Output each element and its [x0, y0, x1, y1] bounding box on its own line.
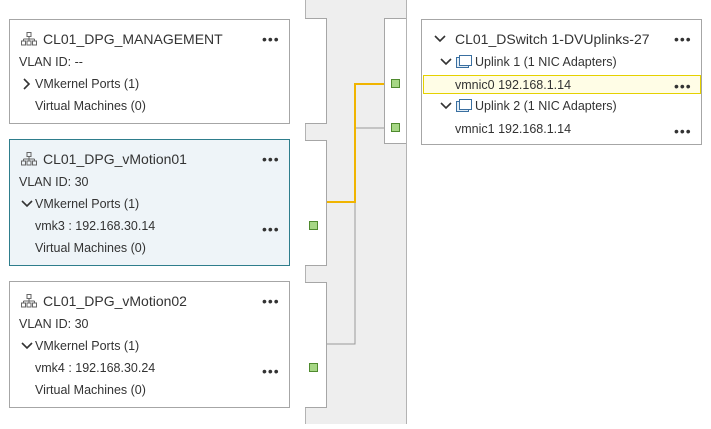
nic-adapter[interactable]: vmnic1 192.168.1.14 [455, 122, 572, 136]
virtual-machines-label[interactable]: Virtual Machines (0) [35, 383, 146, 397]
vmkernel-ports-label[interactable]: VMkernel Ports (1) [35, 77, 140, 91]
nic-row-highlighted[interactable] [423, 75, 701, 94]
connection-line-active [327, 83, 384, 203]
vmkernel-adapter[interactable]: vmk3 : 192.168.30.14 [35, 219, 156, 233]
more-actions-icon[interactable]: ••• [262, 293, 280, 309]
chevron-right-icon[interactable] [20, 77, 34, 91]
switch-inner-bot [305, 282, 327, 408]
more-actions-icon[interactable]: ••• [262, 31, 280, 47]
more-actions-icon[interactable]: ••• [262, 363, 280, 379]
uplinks-title: CL01_DSwitch 1-DVUplinks-27 [455, 31, 650, 47]
network-portgroup-icon [21, 32, 37, 46]
port-uplink1[interactable] [391, 79, 400, 88]
chevron-down-icon[interactable] [439, 99, 453, 113]
more-actions-icon[interactable]: ••• [262, 221, 280, 237]
chevron-down-icon[interactable] [20, 197, 34, 211]
chevron-down-icon[interactable] [433, 32, 447, 46]
uplink-group-label[interactable]: Uplink 2 (1 NIC Adapters) [475, 99, 617, 113]
more-actions-icon[interactable]: ••• [674, 31, 692, 47]
vlan-id: VLAN ID: 30 [19, 317, 89, 331]
vlan-id: VLAN ID: 30 [19, 175, 89, 189]
portgroup-name: CL01_DPG_MANAGEMENT [43, 31, 223, 47]
port-vmotion02[interactable] [309, 363, 318, 372]
portgroup-card-management[interactable]: CL01_DPG_MANAGEMENT ••• VLAN ID: -- VMke… [9, 19, 290, 124]
network-portgroup-icon [21, 152, 37, 166]
network-portgroup-icon [21, 294, 37, 308]
portgroup-card-vmotion02[interactable]: CL01_DPG_vMotion02 ••• VLAN ID: 30 VMker… [9, 281, 290, 408]
port-uplink2[interactable] [391, 123, 400, 132]
more-actions-icon[interactable]: ••• [674, 123, 692, 139]
nic-adapter[interactable]: vmnic0 192.168.1.14 [455, 78, 572, 92]
vmkernel-ports-label[interactable]: VMkernel Ports (1) [35, 197, 140, 211]
switch-inner-top [305, 18, 327, 124]
virtual-machines-label[interactable]: Virtual Machines (0) [35, 241, 146, 255]
more-actions-icon[interactable]: ••• [674, 78, 692, 94]
uplink-adapter-icon [456, 99, 472, 112]
vmkernel-ports-label[interactable]: VMkernel Ports (1) [35, 339, 140, 353]
portgroup-card-vmotion01[interactable]: CL01_DPG_vMotion01 ••• VLAN ID: 30 VMker… [9, 139, 290, 266]
portgroup-name: CL01_DPG_vMotion02 [43, 293, 187, 309]
virtual-machines-label[interactable]: Virtual Machines (0) [35, 99, 146, 113]
uplinks-card[interactable]: CL01_DSwitch 1-DVUplinks-27 ••• Uplink 1… [421, 19, 702, 145]
vlan-id: VLAN ID: -- [19, 55, 83, 69]
switch-inner-mid [305, 140, 327, 266]
chevron-down-icon[interactable] [20, 339, 34, 353]
connection-line-inactive [327, 127, 384, 345]
portgroup-name: CL01_DPG_vMotion01 [43, 151, 187, 167]
vmkernel-adapter[interactable]: vmk4 : 192.168.30.24 [35, 361, 156, 375]
uplink-group-label[interactable]: Uplink 1 (1 NIC Adapters) [475, 55, 617, 69]
port-vmotion01[interactable] [309, 221, 318, 230]
more-actions-icon[interactable]: ••• [262, 151, 280, 167]
chevron-down-icon[interactable] [439, 55, 453, 69]
uplink-adapter-icon [456, 55, 472, 68]
